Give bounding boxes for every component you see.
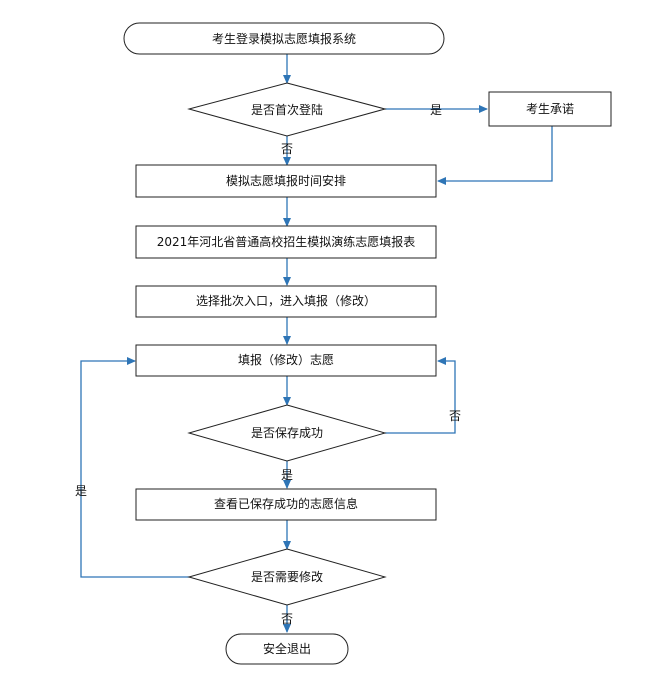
node-save-question: 是否保存成功: [187, 404, 387, 462]
node-modify-question: 是否需要修改: [187, 548, 387, 606]
node-view-saved: 查看已保存成功的志愿信息: [135, 488, 437, 521]
node-fill-in-label: 填报（修改）志愿: [238, 352, 334, 367]
node-schedule-label: 模拟志愿填报时间安排: [226, 173, 346, 188]
node-form-table: 2021年河北省普通高校招生模拟演练志愿填报表: [135, 225, 437, 259]
node-modify-question-label: 是否需要修改: [251, 569, 323, 584]
edge-label-save-fail-no: 否: [449, 409, 461, 423]
node-schedule: 模拟志愿填报时间安排: [135, 164, 437, 198]
node-first-login-label: 是否首次登陆: [251, 102, 323, 117]
node-save-question-label: 是否保存成功: [251, 426, 323, 440]
edge-save-fail-to-fill: [385, 357, 456, 434]
node-select-batch: 选择批次入口，进入填报（修改）: [135, 285, 437, 318]
node-form-table-label: 2021年河北省普通高校招生模拟演练志愿填报表: [157, 234, 416, 249]
edge-label-modify-yes: 是: [75, 484, 87, 498]
node-promise-label: 考生承诺: [526, 102, 574, 116]
node-start-label: 考生登录模拟志愿填报系统: [212, 31, 356, 46]
edge-label-first-login-yes: 是: [430, 103, 442, 117]
node-first-login-question: 是否首次登陆: [187, 82, 387, 137]
node-start: 考生登录模拟志愿填报系统: [123, 22, 445, 55]
node-select-batch-label: 选择批次入口，进入填报（修改）: [196, 293, 376, 308]
edge-modify-yes-to-fill: [80, 357, 190, 578]
node-fill-in: 填报（修改）志愿: [135, 344, 437, 377]
edge-label-first-login-no: 否: [281, 142, 293, 156]
node-exit-label: 安全退出: [263, 641, 311, 656]
node-exit: 安全退出: [225, 633, 349, 665]
edge-label-modify-no: 否: [281, 612, 293, 626]
edge-promise-to-schedule: [437, 126, 553, 185]
node-view-saved-label: 查看已保存成功的志愿信息: [214, 496, 358, 511]
edge-labels: 是 否 否 是 是 否: [75, 103, 461, 626]
connectors: [80, 54, 553, 633]
node-promise: 考生承诺: [488, 91, 612, 127]
edge-label-save-ok-yes: 是: [281, 468, 293, 482]
